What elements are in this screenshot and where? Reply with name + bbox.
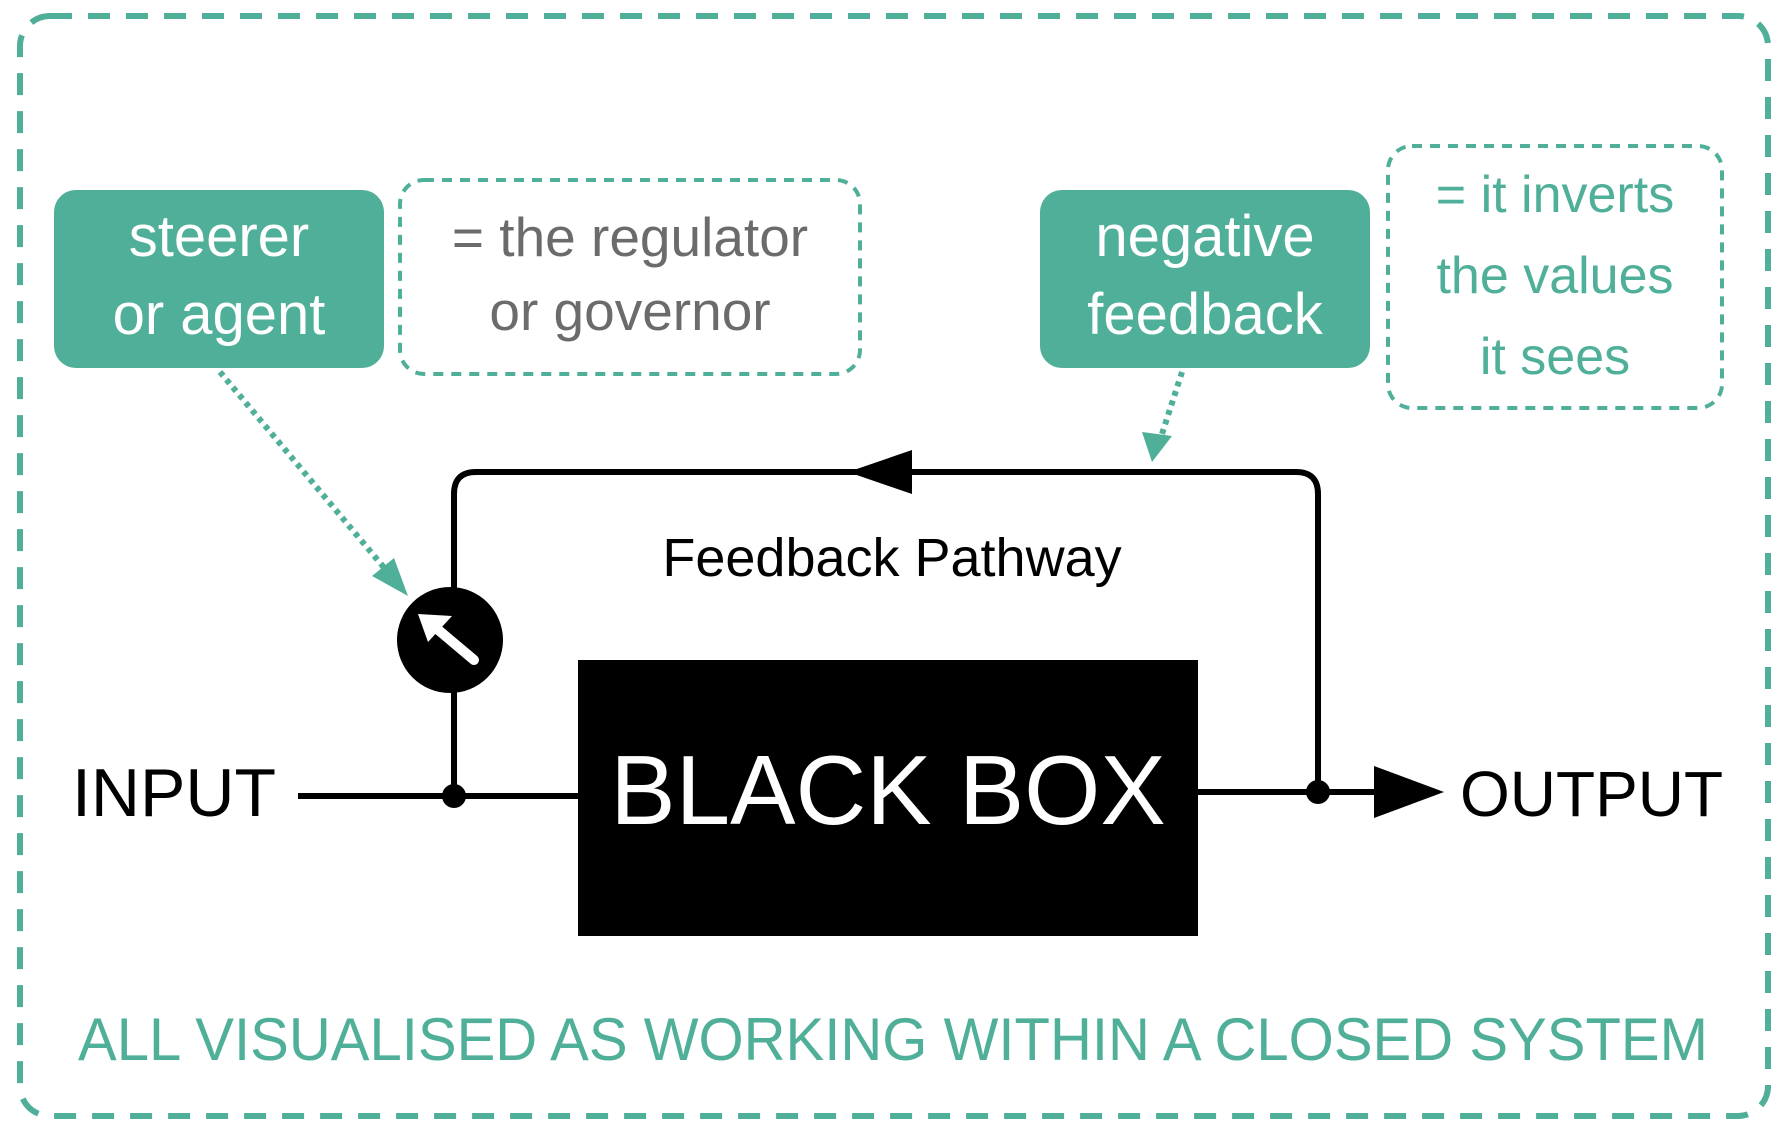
regulator-note-border bbox=[398, 178, 862, 376]
steerer-label-bg bbox=[54, 190, 384, 368]
controller-knob bbox=[397, 587, 503, 693]
steerer-pointer-head bbox=[372, 558, 408, 596]
steerer-pointer-line bbox=[217, 370, 389, 572]
inverts-line-1: = it inverts bbox=[1436, 166, 1674, 224]
negative-feedback-pointer-line bbox=[1159, 371, 1185, 435]
steerer-line-1: steerer bbox=[129, 204, 310, 269]
inverts-note: = it inverts the values it sees bbox=[1386, 144, 1724, 410]
output-junction-dot bbox=[1306, 780, 1330, 804]
black-box bbox=[578, 660, 1198, 936]
inverts-note-border bbox=[1386, 144, 1724, 410]
input-junction-dot bbox=[442, 784, 466, 808]
inverts-line-2: the values bbox=[1436, 247, 1673, 305]
output-label: OUTPUT bbox=[1460, 758, 1723, 830]
steerer-line-2: or agent bbox=[113, 282, 326, 347]
negative-feedback-line-1: negative bbox=[1095, 204, 1314, 269]
negative-feedback-pointer-head bbox=[1142, 432, 1172, 462]
negative-feedback-label: negative feedback bbox=[1040, 190, 1370, 368]
closed-system-caption: ALL VISUALISED AS WORKING WITHIN A CLOSE… bbox=[78, 1006, 1708, 1073]
black-box-label: BLACK BOX bbox=[610, 735, 1166, 845]
regulator-note: = the regulator or governor bbox=[398, 178, 862, 376]
feedback-pathway-label: Feedback Pathway bbox=[662, 528, 1121, 588]
steerer-label: steerer or agent bbox=[54, 190, 384, 368]
negative-feedback-line-2: feedback bbox=[1087, 282, 1323, 347]
input-label: INPUT bbox=[72, 755, 276, 831]
inverts-line-3: it sees bbox=[1480, 328, 1630, 386]
arrow-knob-icon bbox=[418, 614, 479, 665]
negative-feedback-label-bg bbox=[1040, 190, 1370, 368]
closed-system-frame bbox=[17, 13, 1771, 1119]
regulator-line-1: = the regulator bbox=[452, 206, 808, 268]
feedback-direction-arrow bbox=[848, 450, 912, 494]
regulator-line-2: or governor bbox=[489, 280, 770, 342]
output-arrow-head bbox=[1374, 766, 1444, 818]
